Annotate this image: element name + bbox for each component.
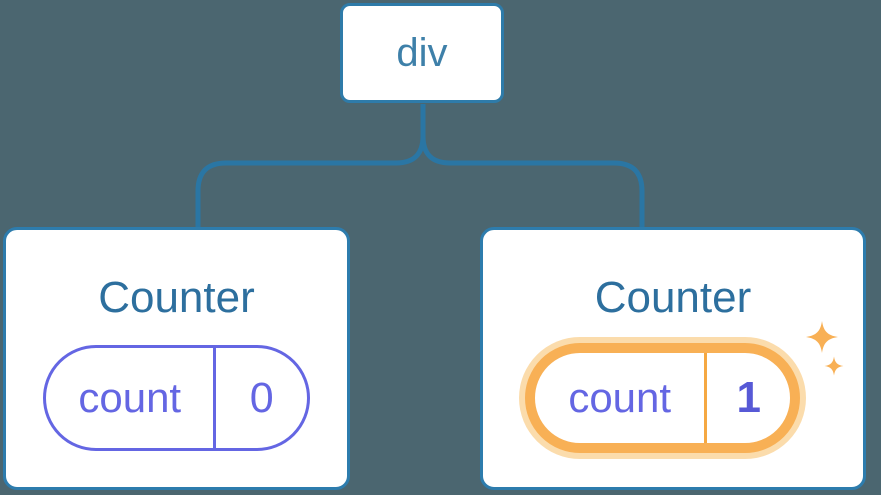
state-key: count xyxy=(535,353,708,443)
state-value: 0 xyxy=(249,373,274,422)
root-node: div xyxy=(340,3,504,103)
counter-card-right: Counter count 1 xyxy=(480,227,866,490)
connector-right-branch xyxy=(420,104,645,229)
root-node-label: div xyxy=(396,30,448,75)
state-key: count xyxy=(46,348,217,448)
state-pill-highlighted: count 1 xyxy=(525,343,800,453)
counter-card-left: Counter count 0 xyxy=(3,227,350,490)
component-title: Counter xyxy=(98,273,255,322)
state-pill: count 0 xyxy=(43,345,310,451)
state-value: 1 xyxy=(736,373,761,422)
component-title: Counter xyxy=(594,273,752,322)
connector-left-branch xyxy=(195,104,426,229)
